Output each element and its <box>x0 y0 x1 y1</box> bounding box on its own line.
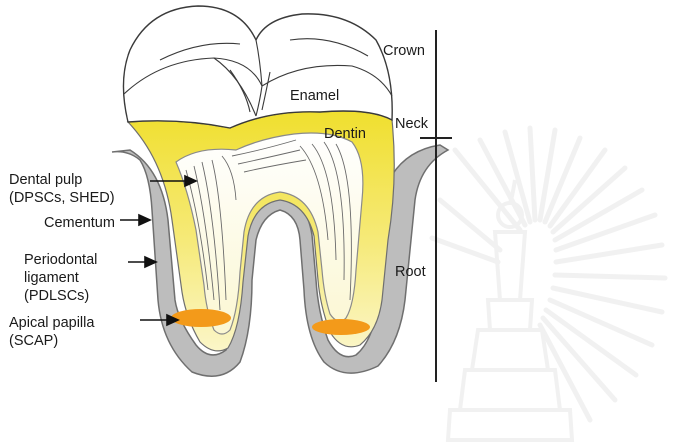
label-cementum: Cementum <box>44 215 115 231</box>
apical-papilla-right <box>312 319 370 335</box>
label-pdlscs: (PDLSCs) <box>24 288 89 304</box>
label-periodontal: Periodontal <box>24 252 97 268</box>
label-dental-pulp: Dental pulp <box>9 172 82 188</box>
watermark-emblem <box>432 128 665 440</box>
label-crown: Crown <box>383 43 425 59</box>
label-dentin: Dentin <box>324 126 366 142</box>
label-neck: Neck <box>395 116 429 132</box>
label-apical-papilla: Apical papilla <box>9 315 95 331</box>
label-enamel: Enamel <box>290 88 339 104</box>
label-scap: (SCAP) <box>9 333 58 349</box>
label-root: Root <box>395 264 426 280</box>
label-ligament: ligament <box>24 270 79 286</box>
arrowhead-icon <box>139 215 150 225</box>
emblem-rays-icon <box>432 128 665 420</box>
arrowhead-icon <box>145 257 156 267</box>
apical-papilla-left <box>171 309 231 327</box>
label-dental-pulp-cells: (DPSCs, SHED) <box>9 190 115 206</box>
